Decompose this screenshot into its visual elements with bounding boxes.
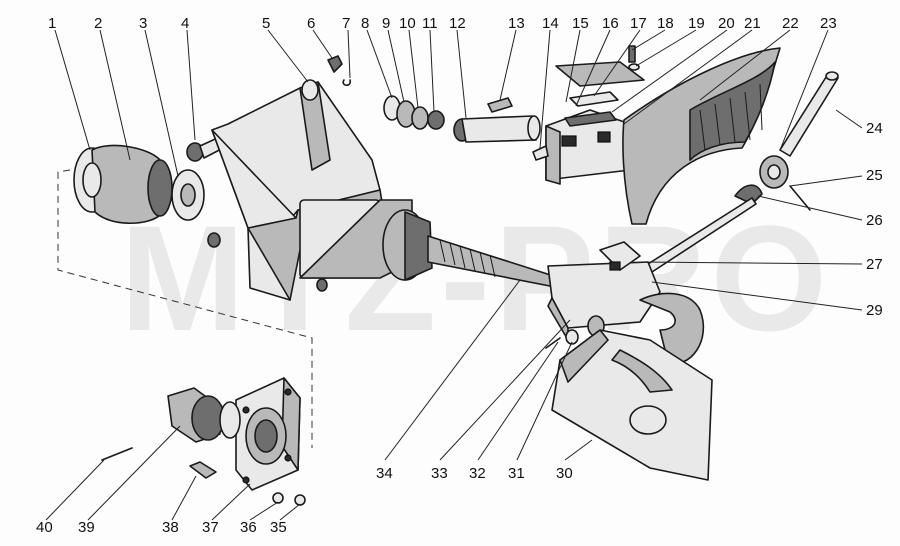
callout-5: 5 bbox=[262, 15, 270, 32]
part-bracket-housing bbox=[207, 79, 413, 301]
part-threaded-shaft bbox=[382, 209, 561, 289]
callout-36: 36 bbox=[240, 519, 257, 536]
part-hanger-plate bbox=[551, 329, 713, 481]
callout-10: 10 bbox=[399, 15, 416, 32]
part-clip-7 bbox=[342, 79, 351, 87]
assembly-guide-lines bbox=[57, 169, 313, 448]
part-pin-shaft-12 bbox=[453, 115, 541, 143]
callout-25: 25 bbox=[866, 167, 883, 184]
callout-38: 38 bbox=[162, 519, 179, 536]
callout-7: 7 bbox=[342, 15, 350, 32]
part-pin-6 bbox=[327, 55, 343, 73]
callout-18: 18 bbox=[657, 15, 674, 32]
part-hitch-assembly bbox=[545, 241, 705, 365]
callout-4: 4 bbox=[181, 15, 189, 32]
part-curved-plate bbox=[622, 47, 781, 225]
callout-13: 13 bbox=[508, 15, 525, 32]
part-roller bbox=[73, 144, 173, 224]
callout-12: 12 bbox=[449, 15, 466, 32]
callout-31: 31 bbox=[508, 465, 525, 482]
callout-22: 22 bbox=[782, 15, 799, 32]
callout-20: 20 bbox=[718, 15, 735, 32]
callout-21: 21 bbox=[744, 15, 761, 32]
callout-6: 6 bbox=[307, 15, 315, 32]
part-flange-housing bbox=[167, 377, 306, 506]
part-lever-rod bbox=[647, 71, 839, 273]
callout-27: 27 bbox=[866, 256, 883, 273]
part-cotter-pin bbox=[101, 447, 133, 461]
watermark-text: MTZ-PRO bbox=[120, 194, 831, 362]
callout-2: 2 bbox=[94, 15, 102, 32]
callout-3: 3 bbox=[139, 15, 147, 32]
callout-1: 1 bbox=[48, 15, 56, 32]
callout-37: 37 bbox=[202, 519, 219, 536]
callout-35: 35 bbox=[270, 519, 287, 536]
callout-19: 19 bbox=[688, 15, 705, 32]
callout-16: 16 bbox=[602, 15, 619, 32]
callout-8: 8 bbox=[361, 15, 369, 32]
callout-23: 23 bbox=[820, 15, 837, 32]
callout-29: 29 bbox=[866, 302, 883, 319]
part-spring-set bbox=[383, 95, 445, 130]
callout-15: 15 bbox=[572, 15, 589, 32]
callout-9: 9 bbox=[382, 15, 390, 32]
callout-17: 17 bbox=[630, 15, 647, 32]
callout-11: 11 bbox=[422, 15, 438, 32]
callout-39: 39 bbox=[78, 519, 95, 536]
callout-32: 32 bbox=[469, 465, 486, 482]
callout-40: 40 bbox=[36, 519, 53, 536]
callout-34: 34 bbox=[376, 465, 393, 482]
part-washer-3 bbox=[171, 169, 205, 221]
callout-30: 30 bbox=[556, 465, 573, 482]
part-clamp-block bbox=[532, 45, 645, 185]
part-pin-13 bbox=[487, 97, 513, 113]
leader-lines bbox=[45, 29, 863, 521]
callout-labels: 1 2 3 4 5 6 7 8 9 10 11 12 13 14 15 16 1… bbox=[36, 15, 883, 536]
callout-24: 24 bbox=[866, 120, 883, 137]
callout-26: 26 bbox=[866, 212, 883, 229]
callout-14: 14 bbox=[542, 15, 559, 32]
callout-33: 33 bbox=[431, 465, 448, 482]
